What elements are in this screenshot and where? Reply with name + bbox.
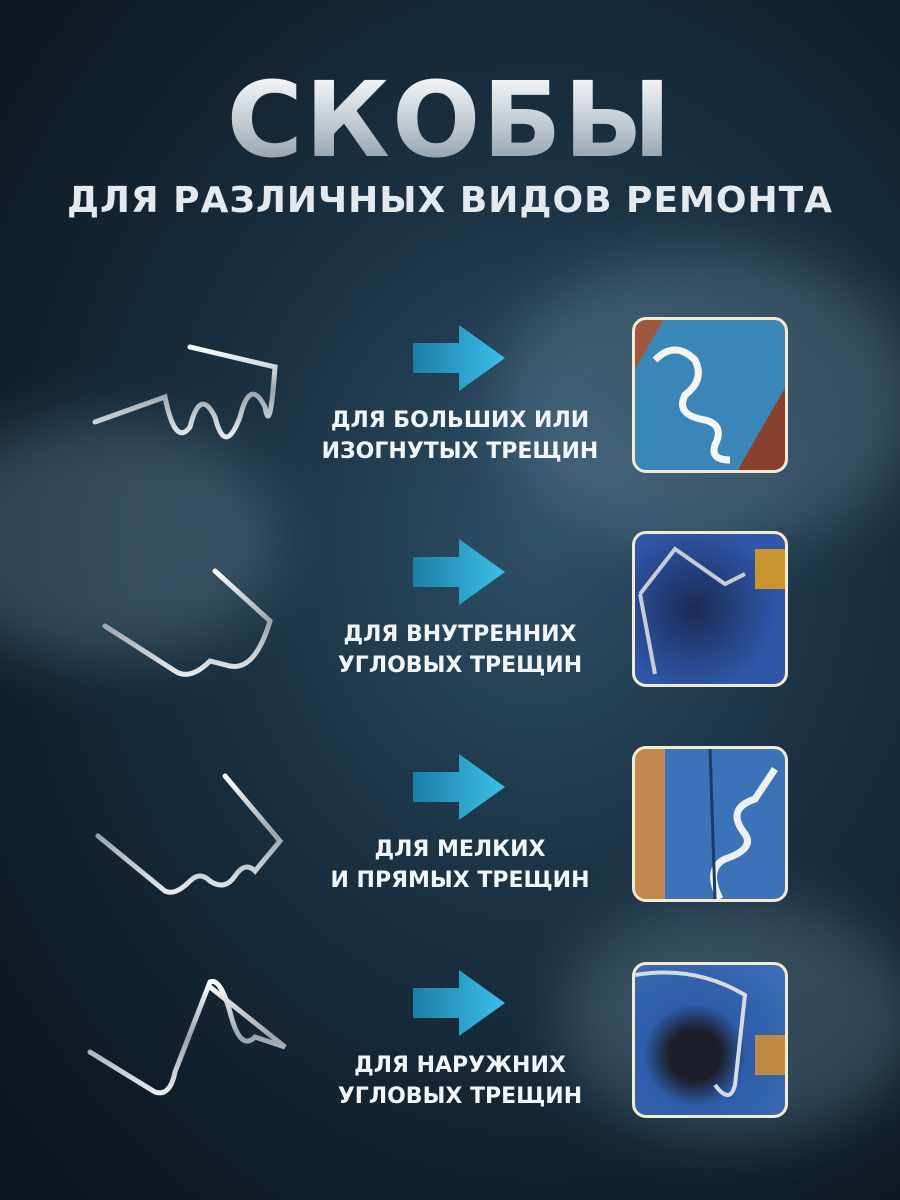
repair-photo: [632, 531, 788, 687]
staple-row: ДЛЯ НАРУЖНИХ УГЛОВЫХ ТРЕЩИН: [0, 962, 900, 1162]
row-label-line1: ДЛЯ ВНУТРЕННИХ: [343, 622, 577, 647]
arrow-right-icon: [413, 539, 505, 605]
flat-wave-staple-icon: [95, 773, 284, 895]
row-label-line1: ДЛЯ МЕЛКИХ: [374, 837, 546, 862]
repair-photo: [632, 962, 788, 1118]
row-label-line2: ИЗОГНУТЫХ ТРЕЩИН: [321, 439, 599, 464]
arrow-right-icon: [413, 325, 505, 391]
page-title: СКОБЫ: [0, 68, 900, 172]
v-staple-icon: [102, 568, 273, 677]
page-subtitle: ДЛЯ РАЗЛИЧНЫХ ВИДОВ РЕМОНТА: [66, 180, 834, 221]
wave-staple-icon: [92, 344, 278, 440]
row-label-line1: ДЛЯ НАРУЖНИХ: [354, 1053, 566, 1078]
staple-row: ДЛЯ ВНУТРЕННИХ УГЛОВЫХ ТРЕЩИН: [0, 531, 900, 731]
staple-row: ДЛЯ МЕЛКИХ И ПРЯМЫХ ТРЕЩИН: [0, 746, 900, 946]
row-label-line1: ДЛЯ БОЛЬШИХ ИЛИ: [330, 408, 590, 433]
staple-row: ДЛЯ БОЛЬШИХ ИЛИ ИЗОГНУТЫХ ТРЕЩИН: [0, 317, 900, 517]
w-staple-icon: [87, 978, 287, 1096]
arrow-right-icon: [413, 754, 505, 820]
row-label-line2: УГЛОВЫХ ТРЕЩИН: [337, 653, 583, 678]
row-label-line2: УГЛОВЫХ ТРЕЩИН: [337, 1084, 583, 1109]
repair-photo: [632, 317, 788, 473]
row-label-line2: И ПРЯМЫХ ТРЕЩИН: [330, 868, 590, 893]
repair-photo: [632, 746, 788, 902]
arrow-right-icon: [413, 970, 505, 1036]
